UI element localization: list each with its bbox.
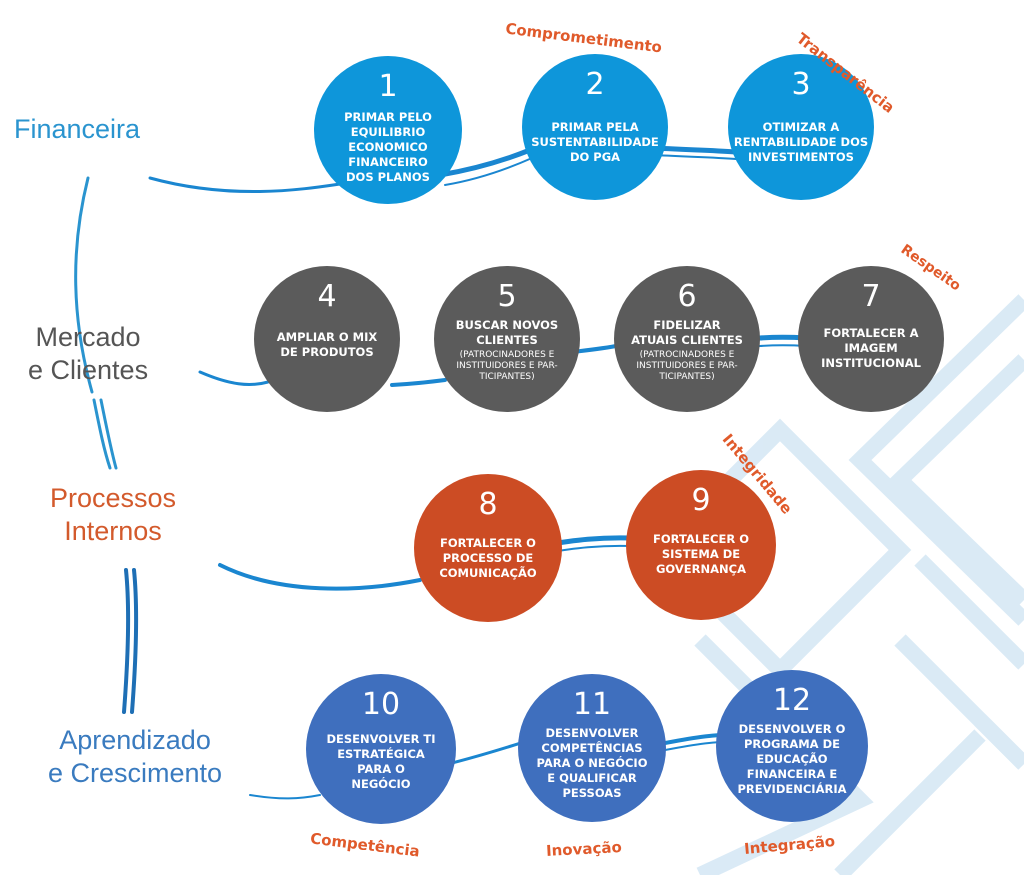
spine-segment-2 <box>92 398 112 470</box>
perspective-line-2: Internos <box>64 516 162 546</box>
objective-title: DESENVOLVER O PROGRAMA DE EDUCAÇÃO FINAN… <box>737 722 847 796</box>
objective-number: 7 <box>861 279 881 314</box>
objective-6: 6 FIDELIZAR ATUAIS CLIENTES (PATROCINADO… <box>614 266 760 412</box>
objective-title: DESENVOLVER TI ESTRATÉGICA PARA O NEGÓCI… <box>326 732 436 791</box>
connector-row4-lead <box>249 794 321 800</box>
objective-number: 4 <box>317 279 337 314</box>
objective-5: 5 BUSCAR NOVOS CLIENTES (PATROCINADORES … <box>434 266 580 412</box>
perspective-line-1: Processos <box>50 483 177 513</box>
objective-4: 4 AMPLIAR O MIX DE PRODUTOS <box>254 266 400 412</box>
perspective-financeira: Financeira <box>14 113 140 146</box>
objective-number: 1 <box>378 69 398 104</box>
objective-8: 8 FORTALECER O PROCESSO DE COMUNICAÇÃO <box>414 474 562 622</box>
objective-title: FORTALECER O PROCESSO DE COMUNICAÇÃO <box>439 536 537 580</box>
spine-segment-4 <box>122 568 131 714</box>
objective-title: AMPLIAR O MIX DE PRODUTOS <box>276 330 378 359</box>
pattern-chevron-1 <box>848 294 1024 626</box>
connector-4-5 <box>390 378 447 387</box>
perspective-mercado-clientes: Mercado e Clientes <box>28 321 148 387</box>
connector-2-3 <box>652 145 739 155</box>
spine-segment-5 <box>130 568 139 714</box>
perspective-processos-internos: Processos Internos <box>50 482 176 548</box>
spine-segment-3 <box>99 398 118 470</box>
perspective-line-1: Aprendizado <box>59 725 211 755</box>
perspective-line-1: Mercado <box>35 322 141 352</box>
objective-2: 2 PRIMAR PELA SUSTENTABILIDADE DO PGA <box>522 54 668 200</box>
objective-number: 11 <box>572 687 612 722</box>
objective-title: FORTALECER A IMAGEM INSTITUCIONAL <box>821 326 921 370</box>
objective-number: 2 <box>585 67 605 102</box>
objective-title: FIDELIZAR ATUAIS CLIENTES <box>631 318 743 347</box>
left-spine <box>74 176 139 714</box>
pattern-chevron-2 <box>888 354 1024 606</box>
objective-number: 8 <box>478 487 498 522</box>
objective-3: 3 OTIMIZAR A RENTABILIDADE DOS INVESTIME… <box>728 54 874 200</box>
perspective-aprendizado-crescimento: Aprendizado e Crescimento <box>48 724 222 790</box>
connector-row1-lead <box>148 176 342 193</box>
objective-subtitle: (PATROCINADORES E INSTITUIDORES E PAR- T… <box>636 350 738 382</box>
objective-title: DESENVOLVER COMPETÊNCIAS PARA O NEGÓCIO … <box>536 726 648 800</box>
objective-number: 9 <box>691 483 711 518</box>
objective-number: 5 <box>497 279 517 314</box>
connector-1-2 <box>437 147 533 178</box>
objective-number: 3 <box>791 67 811 102</box>
pattern-line-3 <box>894 634 1024 770</box>
objective-12: 12 DESENVOLVER O PROGRAMA DE EDUCAÇÃO FI… <box>716 670 868 822</box>
objective-title: BUSCAR NOVOS CLIENTES <box>455 318 559 347</box>
connector-10-11 <box>446 740 526 766</box>
perspective-line-2: e Clientes <box>28 355 149 385</box>
pattern-line-1 <box>914 554 1024 670</box>
objective-1: 1 PRIMAR PELO EQUILIBRIO ECONOMICO FINAN… <box>314 56 462 204</box>
perspective-line-2: e Crescimento <box>48 758 223 788</box>
objective-7: 7 FORTALECER A IMAGEM INSTITUCIONAL <box>798 266 944 412</box>
connector-row3-lead <box>218 563 422 591</box>
objective-number: 6 <box>677 279 697 314</box>
perspective-line-1: Financeira <box>14 114 141 144</box>
connector-1-2-thin <box>444 157 533 186</box>
connector-2-3-thin <box>654 154 737 160</box>
pattern-line-4 <box>834 729 986 875</box>
objective-number: 10 <box>361 687 401 722</box>
connector-row2-lead <box>198 370 270 387</box>
objective-title: OTIMIZAR A RENTABILIDADE DOS INVESTIMENT… <box>733 120 869 164</box>
objective-11: 11 DESENVOLVER COMPETÊNCIAS PARA O NEGÓC… <box>518 674 666 822</box>
objective-title: FORTALECER O SISTEMA DE GOVERNANÇA <box>653 532 749 576</box>
objective-number: 12 <box>772 683 812 718</box>
objective-title: PRIMAR PELO EQUILIBRIO ECONOMICO FINANCE… <box>344 110 432 184</box>
objective-title: PRIMAR PELA SUSTENTABILIDADE DO PGA <box>531 120 659 164</box>
spine-segment-1 <box>74 176 94 394</box>
objective-subtitle: (PATROCINADORES E INSTITUIDORES E PAR- T… <box>456 350 558 382</box>
objective-10: 10 DESENVOLVER TI ESTRATÉGICA PARA O NEG… <box>306 674 456 824</box>
objective-9: 9 FORTALECER O SISTEMA DE GOVERNANÇA <box>626 470 776 620</box>
